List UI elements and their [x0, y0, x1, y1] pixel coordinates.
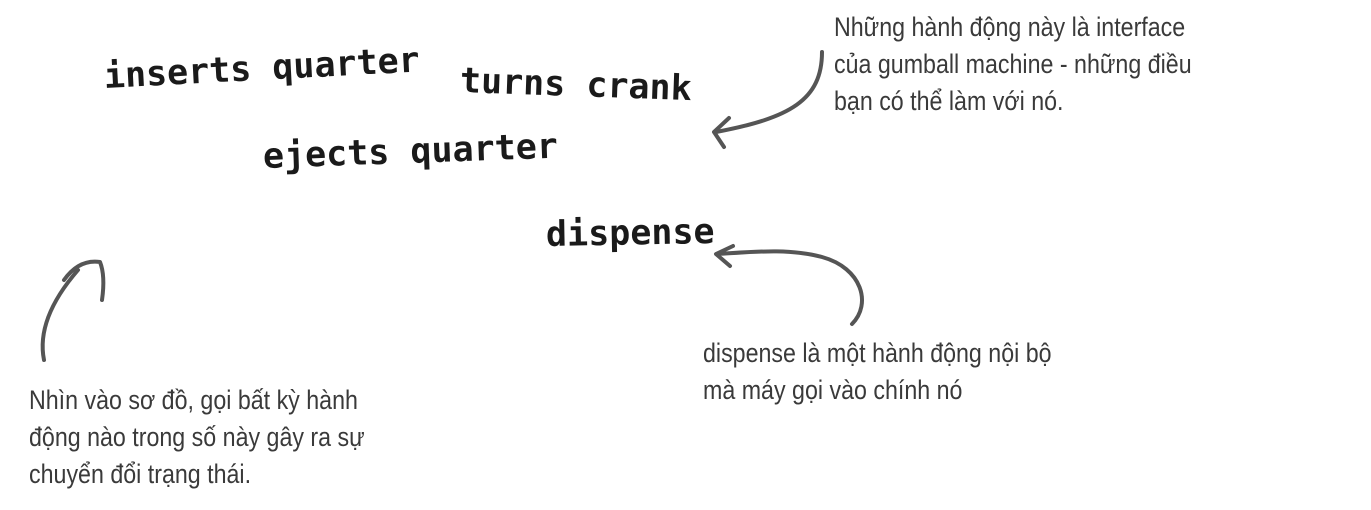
question-annotation-line: chuyển đổi trạng thái.	[29, 459, 252, 489]
interface-annotation-line: bạn có thể làm với nó.	[834, 86, 1064, 116]
internal-action-annotation: dispense là một hành động nội bộ mà máy …	[703, 335, 1052, 409]
question-annotation-line: động nào trong số này gây ra sự	[29, 422, 365, 452]
interface-annotation-line: của gumball machine - những điều	[834, 49, 1192, 79]
internal-annotation-line: mà máy gọi vào chính nó	[703, 375, 963, 405]
question-arrow-icon	[40, 259, 106, 362]
interface-annotation: Những hành động này là interface của gum…	[834, 9, 1192, 120]
interface-arrow-icon	[712, 50, 824, 149]
question-annotation-line: Nhìn vào sơ đồ, gọi bất kỳ hành	[29, 385, 358, 415]
internal-annotation-line: dispense là một hành động nội bộ	[703, 338, 1052, 368]
interface-annotation-line: Những hành động này là interface	[834, 12, 1186, 42]
question-annotation: Nhìn vào sơ đồ, gọi bất kỳ hành động nào…	[29, 382, 365, 493]
dispense-arrow-icon	[714, 244, 864, 326]
